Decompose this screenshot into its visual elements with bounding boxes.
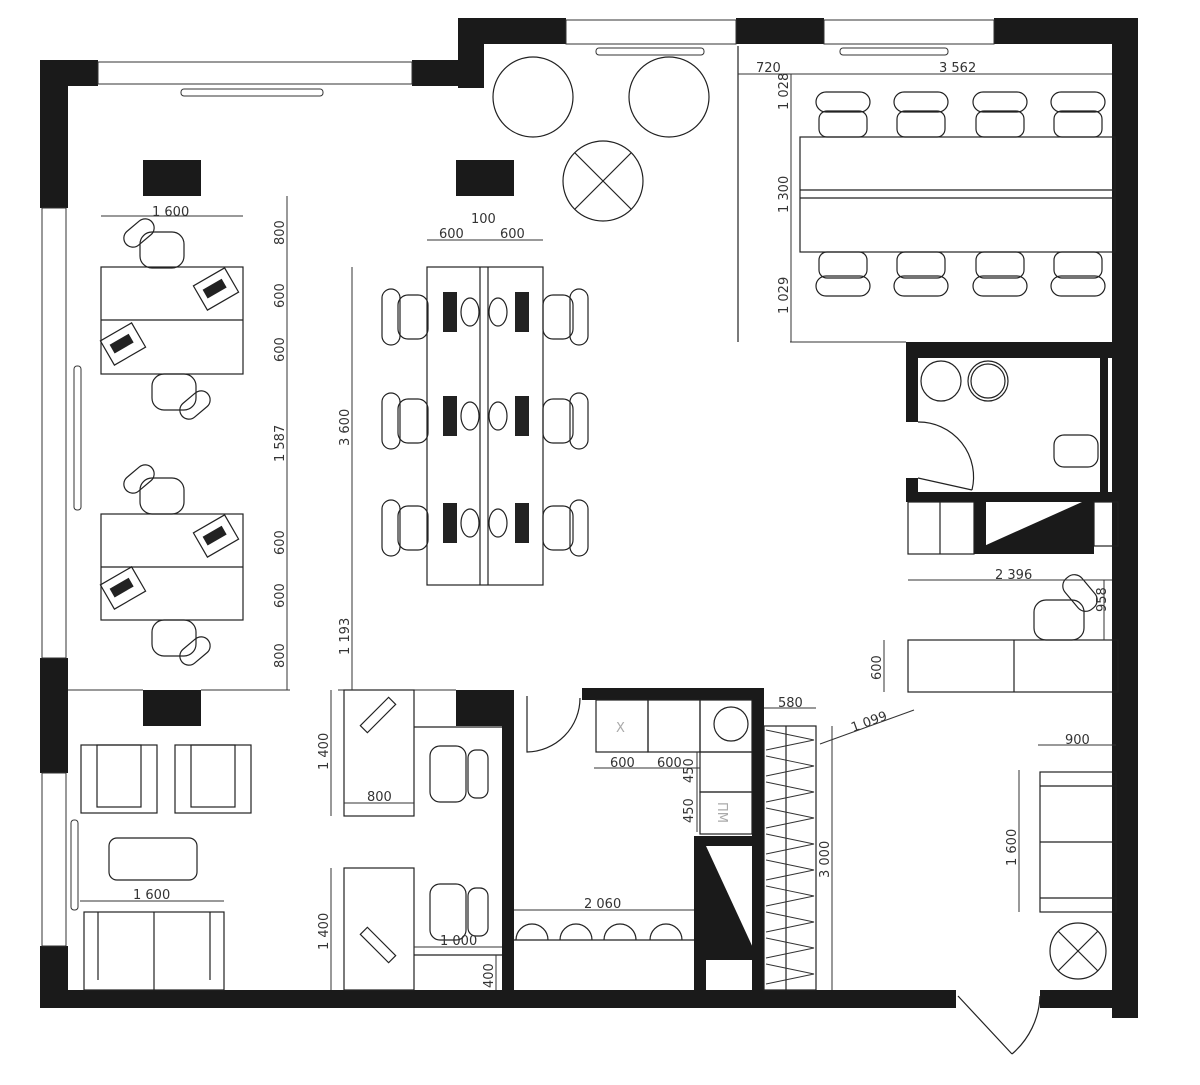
dim-label: 1 400 — [317, 733, 332, 770]
dim-label: 1 600 — [152, 205, 189, 220]
chair-icon — [151, 619, 211, 666]
dim-label: 600 — [610, 756, 635, 771]
dim-label: 1 600 — [133, 888, 170, 903]
dim-label: 3 562 — [939, 61, 976, 76]
laptop-icon — [192, 267, 240, 311]
wc — [907, 360, 1119, 555]
dimension-lines — [80, 73, 1116, 990]
dim-label: 600 — [870, 655, 885, 680]
lounge-tables — [492, 56, 710, 222]
dim-label: 1 400 — [317, 913, 332, 950]
meeting-table — [799, 136, 1116, 253]
meeting-chairs — [815, 91, 1106, 297]
chair-icon — [123, 218, 185, 269]
windows — [41, 19, 995, 947]
dim-label: 600 — [657, 756, 682, 771]
dim-label: 1 099 — [849, 709, 889, 736]
lounge-seating — [80, 744, 252, 991]
dim-label: 1 193 — [338, 618, 353, 655]
dim-label: 3 600 — [338, 409, 353, 446]
dim-label: 400 — [482, 963, 497, 988]
dim-label: 600 — [273, 530, 288, 555]
laptop-icon — [99, 566, 147, 610]
dim-label: 720 — [756, 61, 781, 76]
dim-label: 1 000 — [440, 934, 477, 949]
entry-seating — [957, 771, 1117, 1055]
chair-icon — [151, 373, 211, 420]
dim-label: 100 — [471, 212, 496, 227]
dim-label: 580 — [778, 696, 803, 711]
workstation-group-left — [99, 218, 244, 666]
dim-label: 958 — [1095, 587, 1110, 612]
dim-label: 450 — [682, 798, 697, 823]
kitchen: X ПМ — [514, 696, 754, 950]
dim-label: 600 — [273, 337, 288, 362]
dim-label: 1 028 — [777, 73, 792, 110]
dim-label: 600 — [439, 227, 464, 242]
dim-label: 600 — [273, 583, 288, 608]
reception-desk — [907, 574, 1119, 693]
dim-label: 800 — [273, 220, 288, 245]
dim-label: 2 060 — [584, 897, 621, 912]
laptop-icon — [99, 322, 147, 366]
laptop-icon — [192, 514, 240, 558]
dim-label: 800 — [273, 643, 288, 668]
fridge-label: X — [616, 721, 625, 736]
dishwasher-label: ПМ — [714, 802, 729, 823]
dim-label: 1 029 — [777, 277, 792, 314]
dim-label: 1 587 — [273, 425, 288, 462]
storage-rack — [763, 725, 817, 991]
private-offices — [343, 689, 502, 991]
dim-label: 3 000 — [818, 841, 833, 878]
dim-label: 1 600 — [1005, 829, 1020, 866]
dim-label: 600 — [273, 283, 288, 308]
dimension-labels: 1 600 800 600 600 1 587 600 600 800 100 … — [133, 61, 1110, 988]
dim-label: 1 300 — [777, 176, 792, 213]
dim-label: 800 — [367, 790, 392, 805]
walls — [40, 18, 1138, 1018]
dim-label: 600 — [500, 227, 525, 242]
dim-label: 900 — [1065, 733, 1090, 748]
chair-icon — [123, 464, 185, 515]
dim-label: 450 — [682, 758, 697, 783]
bench-seats — [381, 288, 589, 557]
dim-label: 2 396 — [995, 568, 1032, 583]
